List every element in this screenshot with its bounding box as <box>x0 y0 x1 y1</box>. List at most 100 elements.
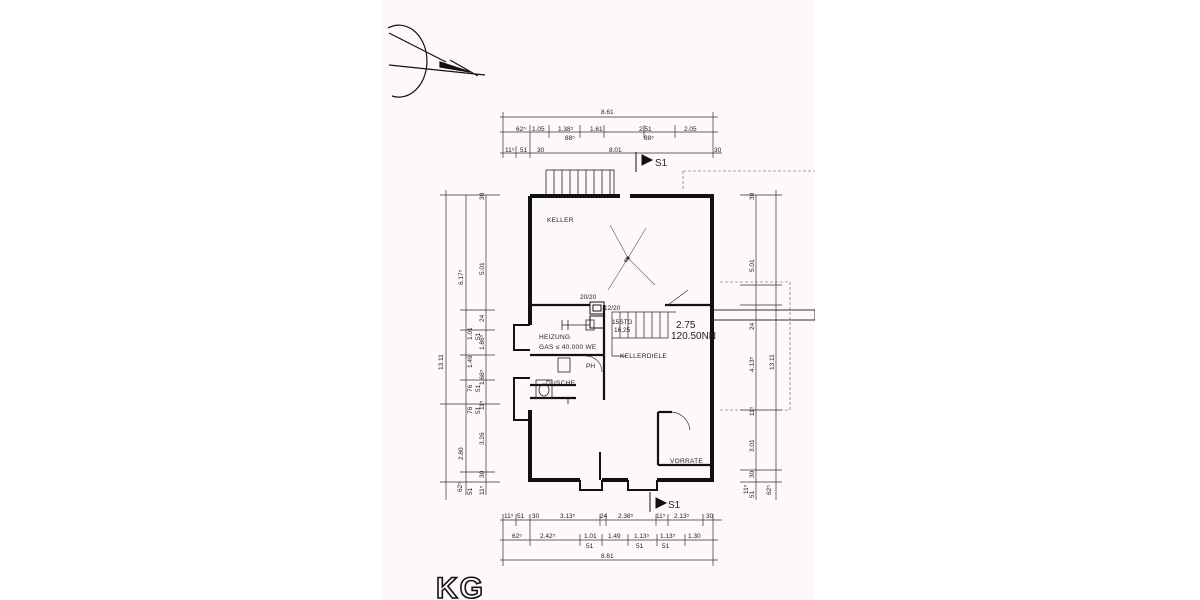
dim-left-in-8: 62⁵ <box>457 482 464 492</box>
dim-top-5: 2.51 <box>639 126 652 133</box>
dim-left-in-7: 51 <box>475 406 482 414</box>
outer-walls <box>528 194 714 482</box>
staircase-icon <box>611 311 676 357</box>
dim-bot-r2-6: 1.13⁵ <box>634 533 650 540</box>
dim-top-overall: 8.61 <box>601 109 614 116</box>
dim-right-overall: 13.11 <box>769 354 776 370</box>
bump-outs <box>513 324 658 491</box>
room-label-kellerdiele: KELLERDIELE <box>620 353 667 360</box>
section-mark-top-icon <box>635 152 654 172</box>
terrain-outline <box>682 170 815 411</box>
logo: KG <box>436 572 485 600</box>
dim-left-in-1: 1.01 <box>467 327 474 340</box>
chimney-icon <box>589 301 605 329</box>
dim-bot-4: 3.13⁵ <box>560 513 576 520</box>
dim-bot-r2-3: 1.01 <box>584 533 597 540</box>
dim-left-mid-9: 11⁵ <box>479 485 486 495</box>
dim-right-1: 30 <box>749 192 756 200</box>
boiler-icon <box>561 319 595 331</box>
dim-left-in-5: 51 <box>475 384 482 392</box>
dim-top-sub-2: 88⁵ <box>644 135 654 142</box>
dim-left-mid-3: 24 <box>479 314 486 322</box>
room-label-heizung: HEIZUNG <box>539 334 570 341</box>
dim-top-r2-2: 51 <box>520 147 528 154</box>
dim-right-8: 11⁵ <box>743 484 750 494</box>
dim-bot-overall: 8.61 <box>601 553 614 560</box>
dim-bot-1: 11⁵ <box>504 513 514 520</box>
dim-bot-9: 30 <box>706 513 714 520</box>
dim-bot-6: 2.38⁵ <box>618 513 634 520</box>
dim-top-sub-1: 88⁵ <box>565 135 575 142</box>
north-arrow-icon <box>387 24 486 98</box>
dim-left-outer-2: 2.80 <box>458 447 465 460</box>
dim-left-mid-7: 3.26 <box>479 432 486 445</box>
dim-top-r2-4: 8.01 <box>609 147 622 154</box>
dim-left-mid-8: 30 <box>479 470 486 478</box>
dim-top-r2-3: 30 <box>537 147 545 154</box>
stair-steps: 15STG <box>612 319 633 326</box>
dim-bot-5: 24 <box>600 513 608 520</box>
garden-path <box>714 309 815 321</box>
pipe-label: ø <box>624 257 628 264</box>
label-ph: PH <box>586 363 595 370</box>
dim-bot-r2-8: 1.13⁵ <box>660 533 676 540</box>
dim-right-5: 11⁵ <box>749 406 756 416</box>
top-dimensions <box>500 112 722 158</box>
dim-top-2: 1.05 <box>532 126 545 133</box>
dim-right-7: 30 <box>749 470 756 478</box>
dim-top-1: 62⁵ <box>516 126 526 133</box>
section-mark-bottom-icon <box>649 492 668 512</box>
section-label-top: S1 <box>655 158 668 169</box>
dim-right-9: 51 <box>749 490 756 498</box>
stair-size: 16,25 <box>614 327 631 334</box>
dim-left-in-4: 76 <box>467 384 474 392</box>
dim-bot-r2-1: 62⁵ <box>512 533 522 540</box>
dim-top-4: 1.61 <box>590 126 603 133</box>
dim-right-2: 5.01 <box>749 259 756 272</box>
dim-left-mid-5: 1.68⁵ <box>479 369 486 385</box>
dim-left-in-9: 51 <box>467 487 474 495</box>
dim-left-overall: 13.11 <box>438 354 445 370</box>
left-dimensions <box>440 190 500 500</box>
dim-right-3: 24 <box>749 322 756 330</box>
bottom-dimensions <box>500 514 722 566</box>
room-label-dusche: DUSCHE <box>546 380 576 387</box>
dim-right-4: 4.13⁵ <box>749 356 756 372</box>
room-label-keller: KELLER <box>547 217 574 224</box>
room-label-vorrate: VORRATE <box>670 458 703 465</box>
dim-bot-r2-4: 51 <box>586 543 594 550</box>
plan-sheet: 8.61 62⁵ 1.05 1.38⁵ 1.61 2.51 2.05 88⁵ 8… <box>383 0 815 600</box>
dim-left-mid-1: 30 <box>479 192 486 200</box>
dim-bot-r2-7: 51 <box>636 543 644 550</box>
dim-bot-r2-10: 1.30 <box>688 533 701 540</box>
ceiling-light-icon <box>607 224 656 291</box>
dim-top-6: 2.05 <box>684 126 697 133</box>
dim-top-r2-1: 11⁵ <box>505 147 515 154</box>
level-nn: 120.50NN <box>671 331 716 342</box>
stair-height: 2.75 <box>676 320 696 331</box>
dim-bot-r2-5: 1.49 <box>608 533 621 540</box>
dim-left-outer-1: 6.17⁵ <box>458 269 465 285</box>
dim-bot-r2-2: 2.42⁵ <box>540 533 556 540</box>
dim-top-3: 1.38⁵ <box>558 126 574 133</box>
exterior-steps-icon <box>545 169 615 197</box>
dim-bot-3: 30 <box>532 513 540 520</box>
right-dimensions <box>740 190 782 500</box>
door-swings <box>585 289 691 431</box>
floor-plan-drawing: 8.61 62⁵ 1.05 1.38⁵ 1.61 2.51 2.05 88⁵ 8… <box>387 24 815 600</box>
dim-left-in-3: 1.49 <box>467 355 474 368</box>
dim-bot-7: 11⁵ <box>656 513 666 520</box>
section-label-bottom: S1 <box>668 500 681 511</box>
dim-bot-2: 51 <box>517 513 525 520</box>
dim-left-mid-4: 1.86⁵ <box>479 334 486 350</box>
shower-fixtures-icon <box>535 357 571 404</box>
dim-bot-r2-9: 51 <box>662 543 670 550</box>
dim-top-r2-5: 30 <box>714 147 722 154</box>
room-label-gas: GAS ≤ 40.000 WE <box>539 344 597 351</box>
dim-right-10: 62⁵ <box>766 485 773 495</box>
dim-left-in-2: 51 <box>475 332 482 340</box>
dim-left-mid-2: 5.01 <box>479 262 486 275</box>
chimney-label-a: 20/20 <box>580 294 597 301</box>
dim-left-mid-6: 11⁵ <box>479 400 486 410</box>
dim-bot-8: 2.13⁵ <box>674 513 690 520</box>
